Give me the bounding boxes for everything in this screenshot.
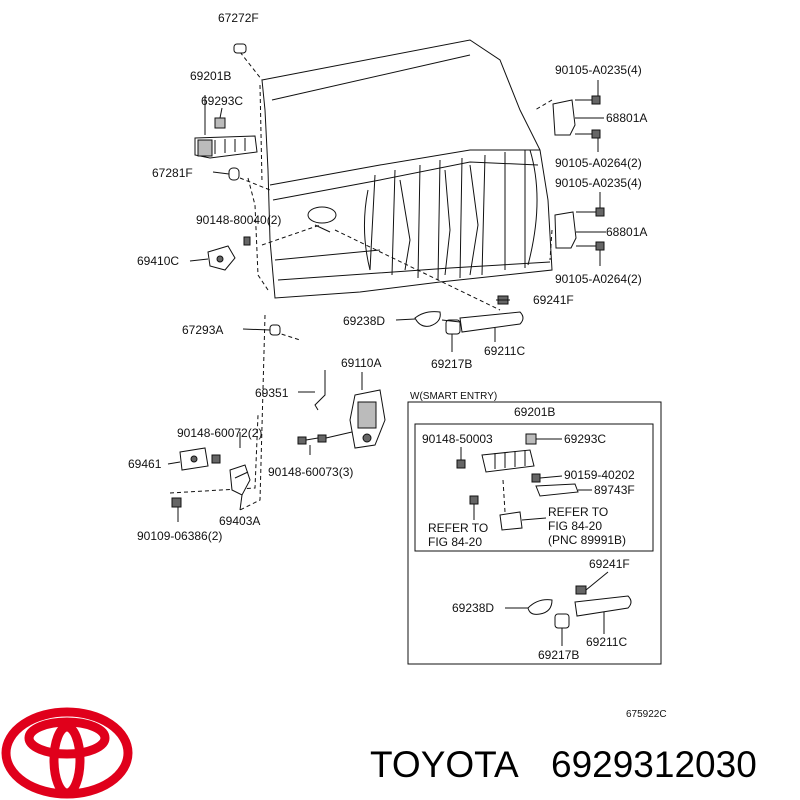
inset-handle-bracket-icon xyxy=(481,449,535,473)
label-69403A: 69403A xyxy=(219,514,260,528)
part-69201B-icon xyxy=(194,135,258,159)
hinge-lower-icon xyxy=(554,192,606,266)
label-68801A-lower: 68801A xyxy=(606,225,647,239)
part-69403A-icon xyxy=(229,464,251,496)
label-90105-A0235-lower: 90105-A0235(4) xyxy=(555,176,642,190)
label-67281F: 67281F xyxy=(152,166,193,180)
inset-title: W(SMART ENTRY) xyxy=(410,391,497,402)
label-69217B: 69217B xyxy=(431,357,472,371)
part-69410C-icon xyxy=(207,245,236,271)
inset-refer-right-1: REFER TO xyxy=(548,505,608,519)
part-69351-icon xyxy=(314,370,326,411)
inset-antenna-icon xyxy=(531,473,579,497)
inset-label-69201B: 69201B xyxy=(514,405,555,419)
label-69201B: 69201B xyxy=(190,69,231,83)
inset-pad-icon xyxy=(527,599,553,615)
inset-label-69241F: 69241F xyxy=(589,557,630,571)
inset-clip-icon xyxy=(525,433,537,445)
inset-cap-icon xyxy=(554,613,570,629)
label-69351: 69351 xyxy=(255,386,289,400)
part-69238D-icon xyxy=(414,311,441,327)
label-90105-A0235-upper: 90105-A0235(4) xyxy=(555,63,642,77)
inset-refer-right-2: FIG 84-20 xyxy=(548,519,602,533)
label-90109-06386: 90109-06386(2) xyxy=(137,529,222,543)
inset-label-90159-40202: 90159-40202 xyxy=(564,468,635,482)
part-69461-icon xyxy=(179,447,209,471)
inset-refer-left-2: FIG 84-20 xyxy=(428,535,482,549)
part-90109-06386-icon xyxy=(171,497,182,508)
label-69241F: 69241F xyxy=(533,293,574,307)
inset-label-69211C: 69211C xyxy=(586,635,627,649)
toyota-logo xyxy=(1,707,133,799)
part-67272F-icon xyxy=(233,43,247,54)
brand-name: TOYOTA xyxy=(370,744,519,785)
inset-label-89743F: 89743F xyxy=(594,483,635,497)
inset-screw-icon xyxy=(456,459,466,469)
label-90148-60073: 90148-60073(3) xyxy=(268,465,353,479)
label-69238D: 69238D xyxy=(343,314,385,328)
part-90148-60072-icon xyxy=(211,454,221,464)
part-69110A-icon xyxy=(349,389,386,449)
brand-part-number: 6929312030 xyxy=(551,744,757,785)
inset-label-90148-50003: 90148-50003 xyxy=(422,432,493,446)
label-90105-A0264-upper: 90105-A0264(2) xyxy=(555,156,642,170)
inset-label-69293C: 69293C xyxy=(564,432,606,446)
label-69293C: 69293C xyxy=(201,94,243,108)
label-90105-A0264-lower: 90105-A0264(2) xyxy=(555,272,642,286)
label-90148-80040: 90148-80040(2) xyxy=(196,213,281,227)
part-69211C-icon xyxy=(459,311,524,333)
label-69410C: 69410C xyxy=(137,254,179,268)
inset-handle-icon xyxy=(574,595,632,617)
inset-switch-icon xyxy=(499,511,523,531)
back-door-panel xyxy=(261,39,553,299)
part-67293A-icon xyxy=(269,324,281,336)
label-68801A-upper: 68801A xyxy=(606,111,647,125)
smart-entry-inset: W(SMART ENTRY) 69201B 90148-50003 69293C… xyxy=(407,391,662,665)
inset-refer-left-1: REFER TO xyxy=(428,521,488,535)
label-69110A: 69110A xyxy=(341,356,381,370)
label-67272F: 67272F xyxy=(218,11,259,25)
inset-clip2-icon xyxy=(575,585,587,595)
label-69211C: 69211C xyxy=(484,344,525,358)
label-67293A: 67293A xyxy=(182,323,223,337)
part-90148-80040-icon xyxy=(243,236,251,246)
inset-screw2-icon xyxy=(469,495,479,505)
part-67281F-icon xyxy=(228,167,240,181)
part-69293C-icon xyxy=(214,117,226,129)
figure-code: 675922C xyxy=(626,709,667,720)
hinge-upper-icon xyxy=(552,80,604,152)
inset-refer-right-3: (PNC 89991B) xyxy=(548,533,626,547)
label-90148-60072: 90148-60072(2) xyxy=(177,426,262,440)
inset-label-69217B: 69217B xyxy=(538,648,579,662)
part-69217B-icon xyxy=(445,319,461,335)
inset-label-69238D: 69238D xyxy=(452,601,494,615)
label-69461: 69461 xyxy=(128,457,162,471)
